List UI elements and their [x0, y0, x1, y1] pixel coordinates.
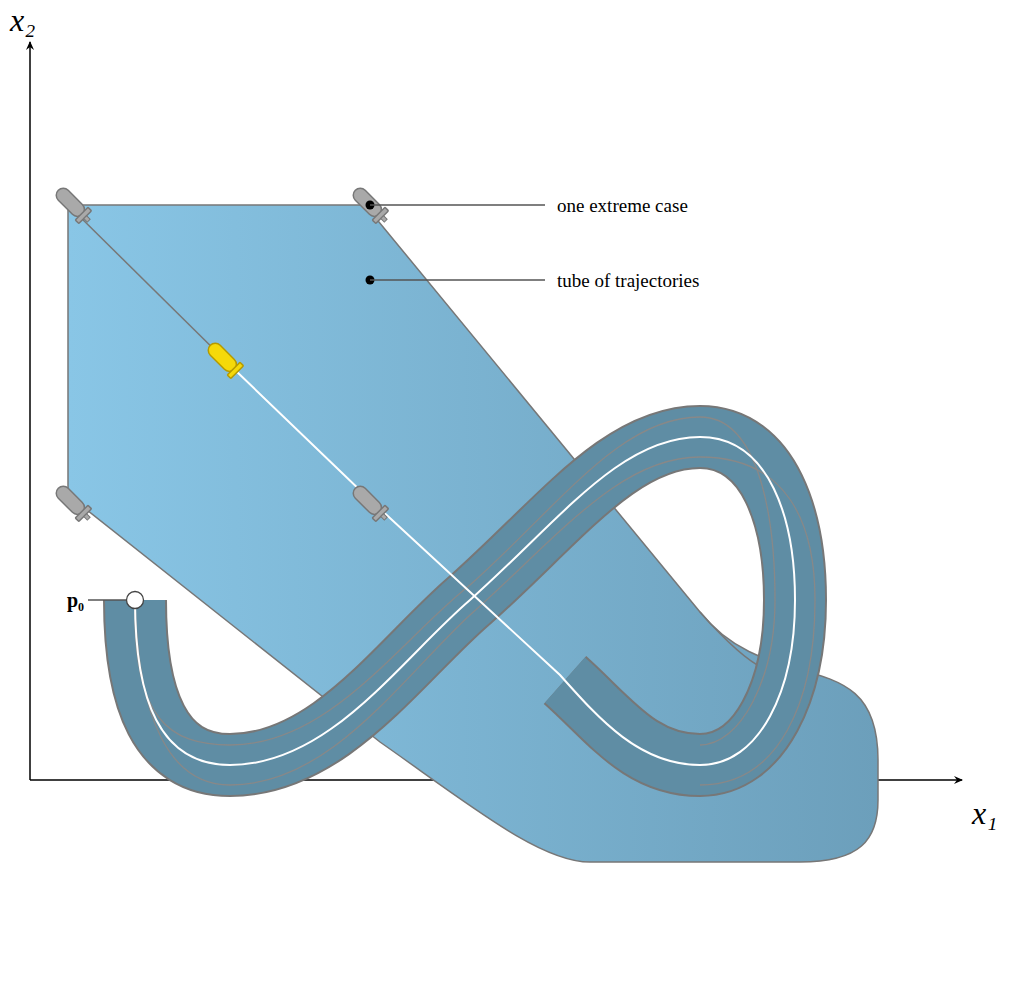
swept-region — [68, 205, 878, 862]
nominal-tool-symbol — [204, 339, 244, 379]
start-point — [127, 592, 144, 609]
leader-line — [370, 204, 545, 205]
nominal-trajectory — [135, 370, 795, 765]
text-label: tube of trajectories — [557, 271, 699, 290]
tool-symbol — [52, 184, 95, 227]
leader-line — [370, 279, 545, 280]
text-label: x₁ — [972, 797, 997, 829]
leader-line — [88, 599, 126, 600]
text-label: x₂ — [10, 4, 35, 36]
tool-symbol — [349, 482, 392, 525]
text-label: p₀ — [67, 590, 84, 610]
trajectory-tube — [135, 417, 815, 785]
tool-symbol — [52, 482, 95, 525]
axis — [29, 42, 31, 780]
text-label: one extreme case — [557, 196, 688, 215]
